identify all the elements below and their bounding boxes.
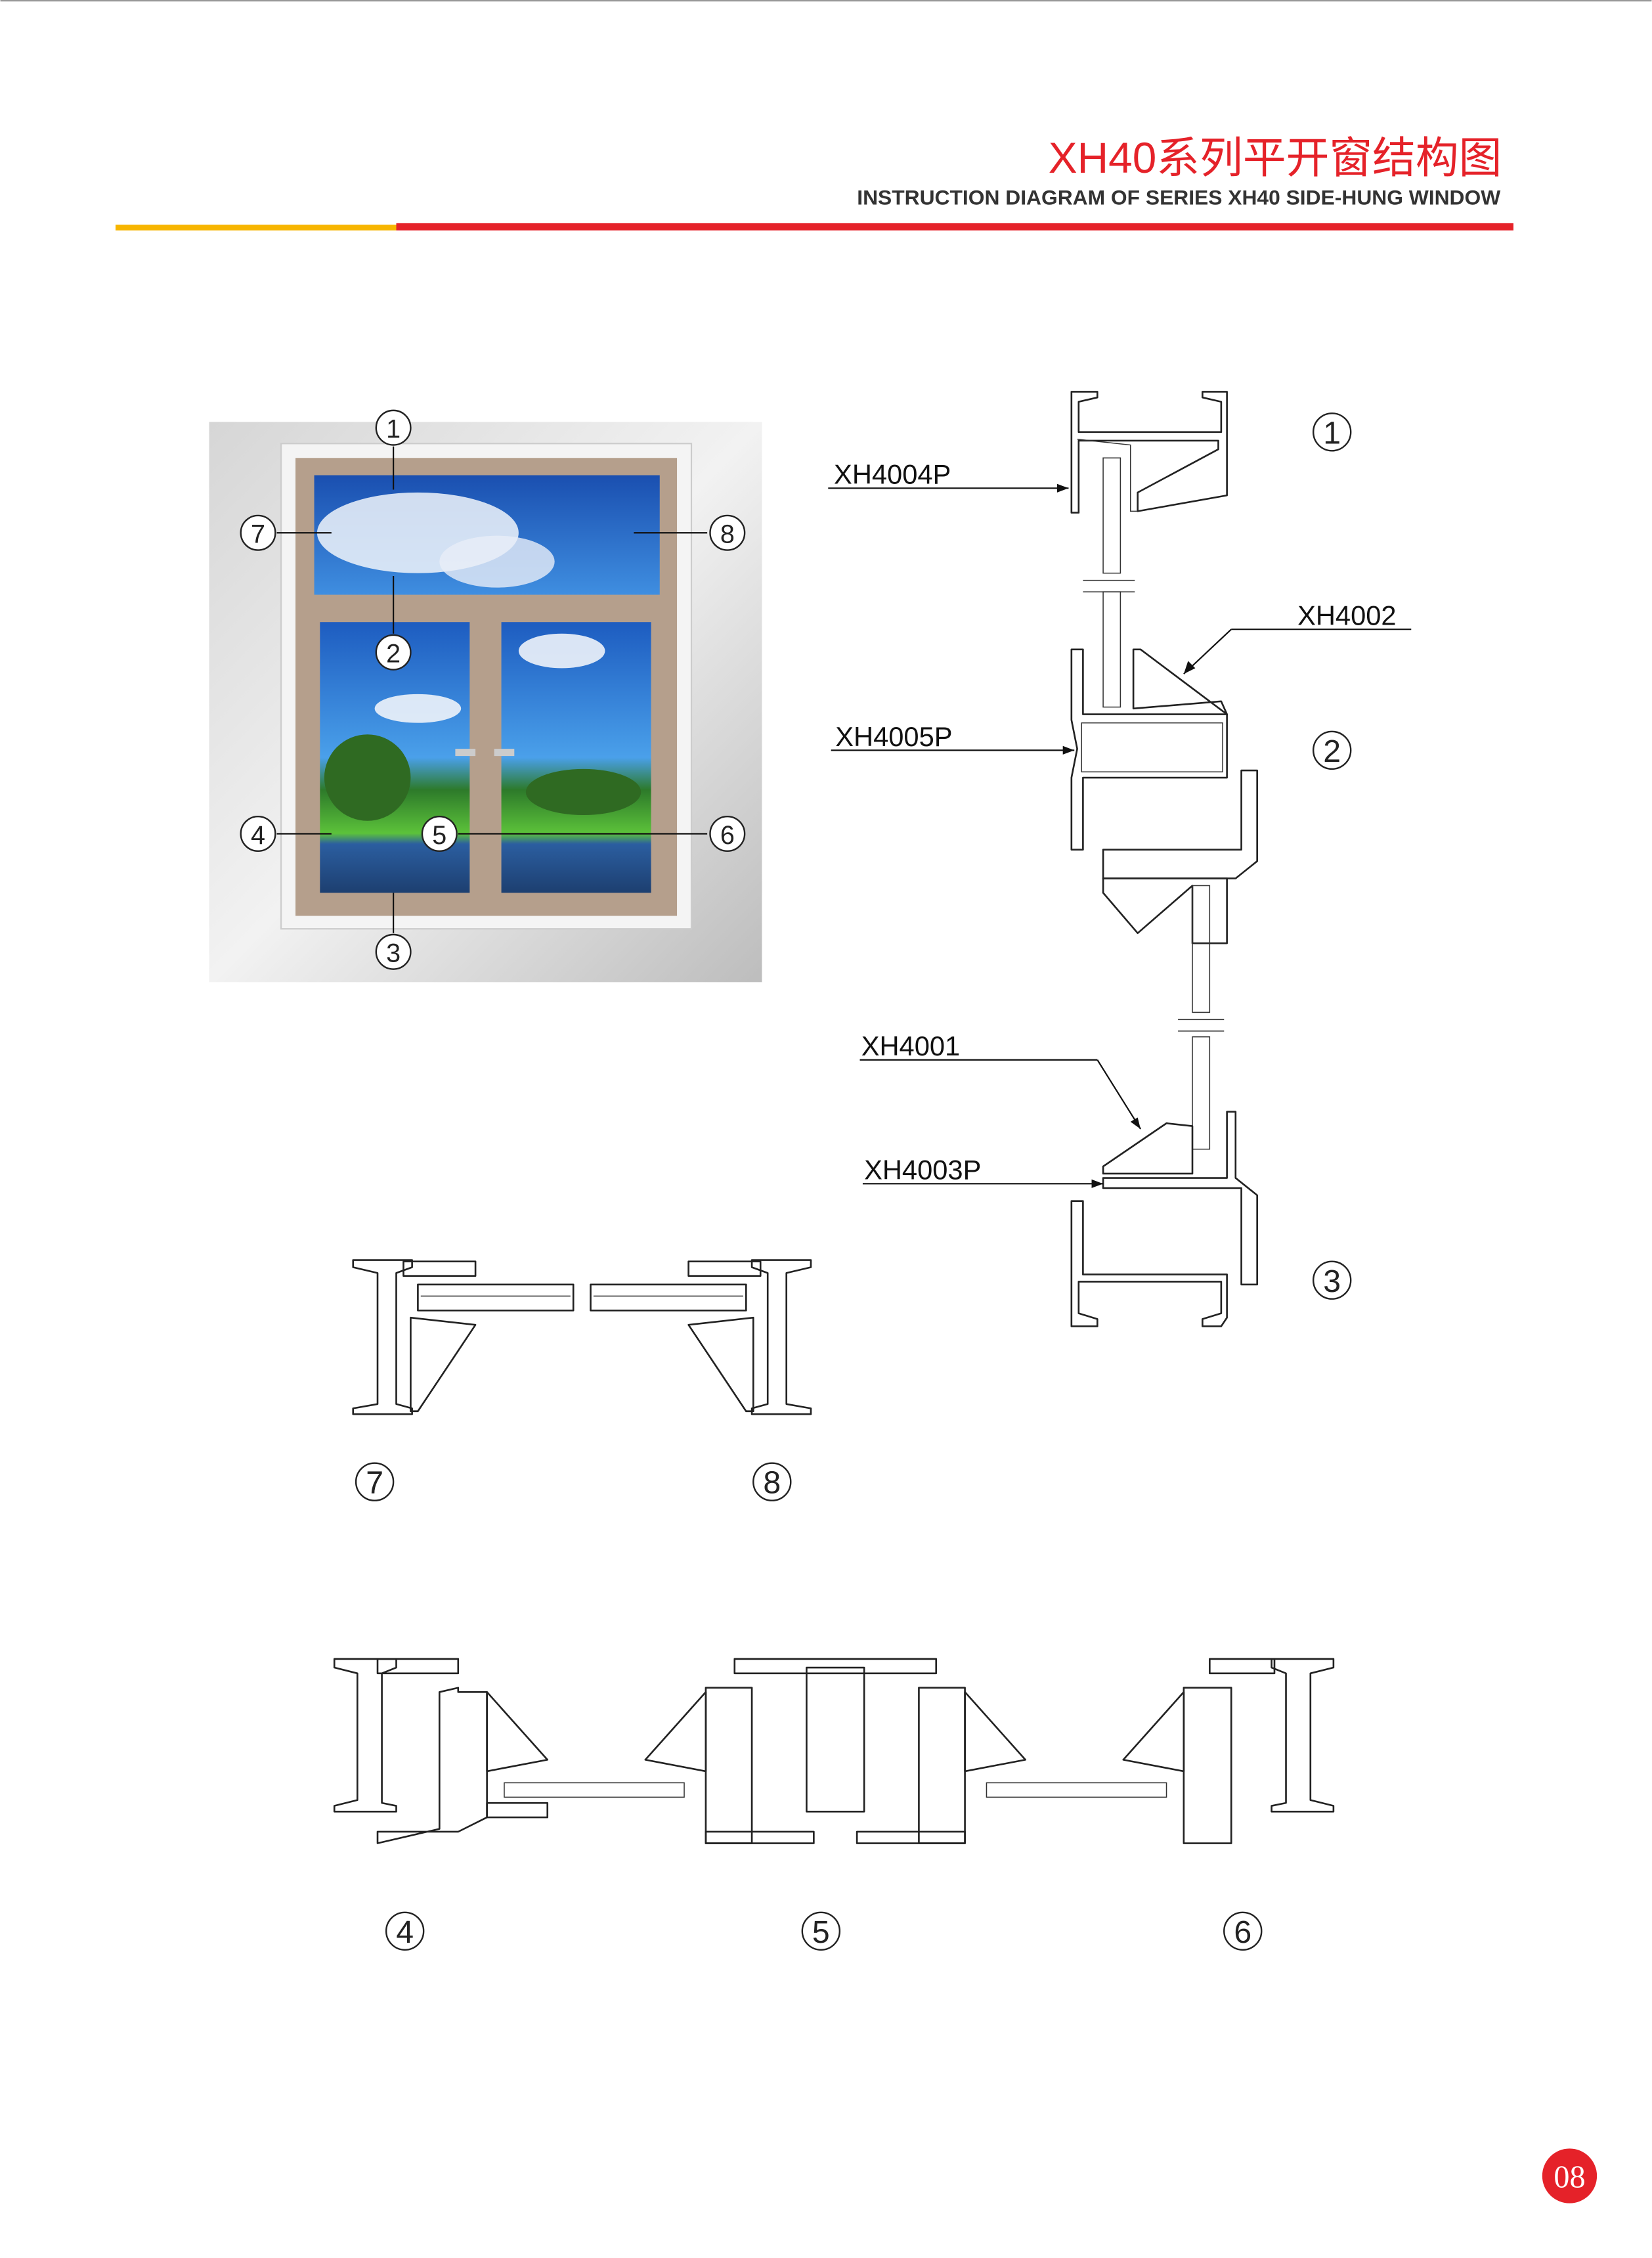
callout-2: 2 <box>375 634 412 671</box>
section-7-8-profiles <box>352 1259 812 1415</box>
svg-text:6: 6 <box>720 821 735 850</box>
label-xh4003p: XH4003P <box>864 1155 981 1185</box>
section-label-2: 2 <box>1312 730 1352 770</box>
svg-text:1: 1 <box>1323 415 1341 451</box>
label-xh4001: XH4001 <box>861 1030 960 1061</box>
page-number: 08 <box>1554 2160 1585 2195</box>
section-label-1: 1 <box>1312 412 1352 452</box>
svg-text:7: 7 <box>251 520 265 549</box>
svg-text:1: 1 <box>386 415 401 444</box>
label-xh4005p: XH4005P <box>835 721 952 752</box>
svg-text:8: 8 <box>763 1465 781 1501</box>
callout-6: 6 <box>709 815 746 852</box>
svg-text:5: 5 <box>812 1915 830 1950</box>
callout-3: 3 <box>375 933 412 970</box>
svg-text:4: 4 <box>251 821 265 850</box>
section-4-5-6-profiles <box>333 1658 1335 1844</box>
svg-text:5: 5 <box>432 821 446 850</box>
svg-text:4: 4 <box>396 1915 414 1950</box>
page-number-badge: 08 <box>1542 2148 1598 2203</box>
callout-5: 5 <box>421 815 458 852</box>
callout-1: 1 <box>375 409 412 446</box>
svg-text:2: 2 <box>386 640 401 669</box>
svg-text:2: 2 <box>1323 734 1341 769</box>
callout-8: 8 <box>709 514 746 551</box>
header-rule <box>115 223 1513 231</box>
svg-text:6: 6 <box>1234 1915 1251 1950</box>
section-label-5: 5 <box>801 1911 841 1951</box>
callout-7: 7 <box>240 514 276 551</box>
photo-callouts: 1 2 3 4 5 6 7 8 <box>240 409 746 970</box>
svg-text:3: 3 <box>1323 1264 1341 1299</box>
vertical-section-profiles <box>1070 391 1258 1327</box>
section-label-4: 4 <box>385 1911 425 1951</box>
svg-text:3: 3 <box>386 939 401 968</box>
vertical-section-leaders <box>828 483 1412 1188</box>
page-title-en: INSTRUCTION DIAGRAM OF SERIES XH40 SIDE-… <box>857 185 1500 209</box>
callout-4: 4 <box>240 815 276 852</box>
section-label-6: 6 <box>1223 1911 1263 1951</box>
svg-text:7: 7 <box>366 1465 383 1501</box>
section-label-7: 7 <box>355 1462 395 1501</box>
page-title-cn: XH40系列平开窗结构图 <box>1049 133 1502 182</box>
svg-text:8: 8 <box>720 520 735 549</box>
label-xh4002: XH4002 <box>1297 600 1396 631</box>
section-label-8: 8 <box>752 1462 792 1501</box>
section-label-3: 3 <box>1312 1260 1352 1300</box>
label-xh4004p: XH4004P <box>834 459 951 490</box>
window-photo <box>209 422 762 983</box>
